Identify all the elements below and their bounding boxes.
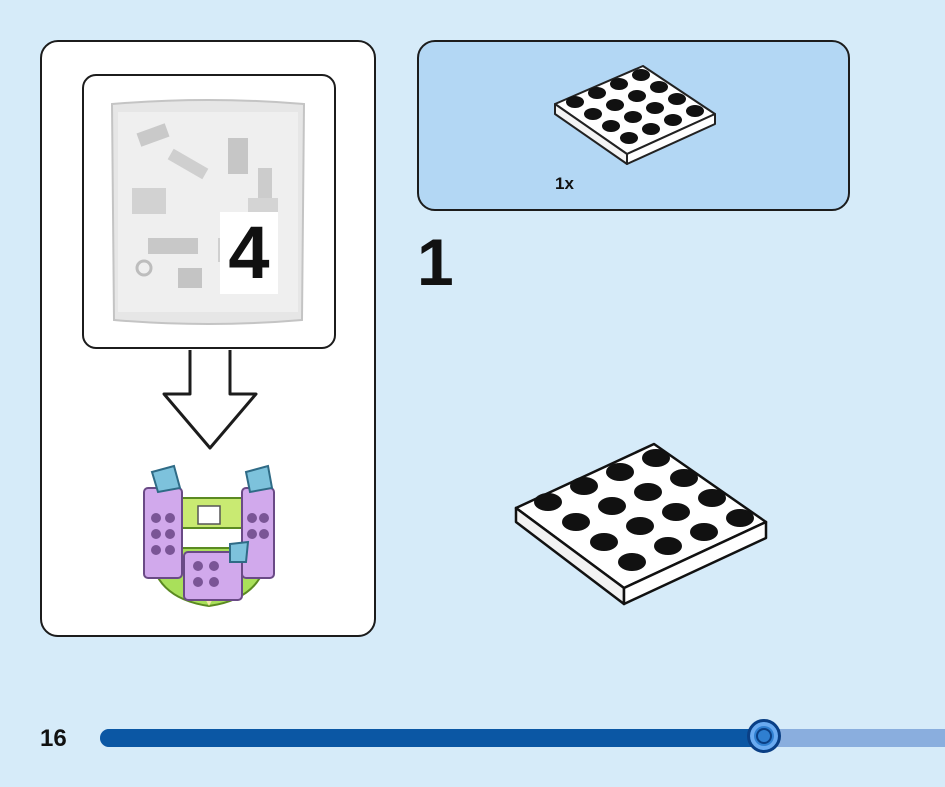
model-preview-icon [143, 464, 275, 608]
step-number: 1 [417, 225, 454, 299]
assembly-plate-icon [514, 442, 768, 606]
parts-callout: 1x [417, 40, 850, 211]
bag-number: 4 [220, 212, 278, 294]
bag-panel: 4 [40, 40, 376, 637]
arrow-down-icon [162, 350, 258, 450]
bag-frame: 4 [82, 74, 336, 349]
parts-bag-icon [110, 99, 306, 325]
progress-fill [100, 729, 765, 747]
page-number: 16 [40, 725, 67, 752]
white-4x4-plate-icon [554, 65, 716, 165]
part-quantity: 1x [555, 174, 574, 193]
progress-knob [747, 719, 782, 753]
progress-track [100, 719, 945, 753]
